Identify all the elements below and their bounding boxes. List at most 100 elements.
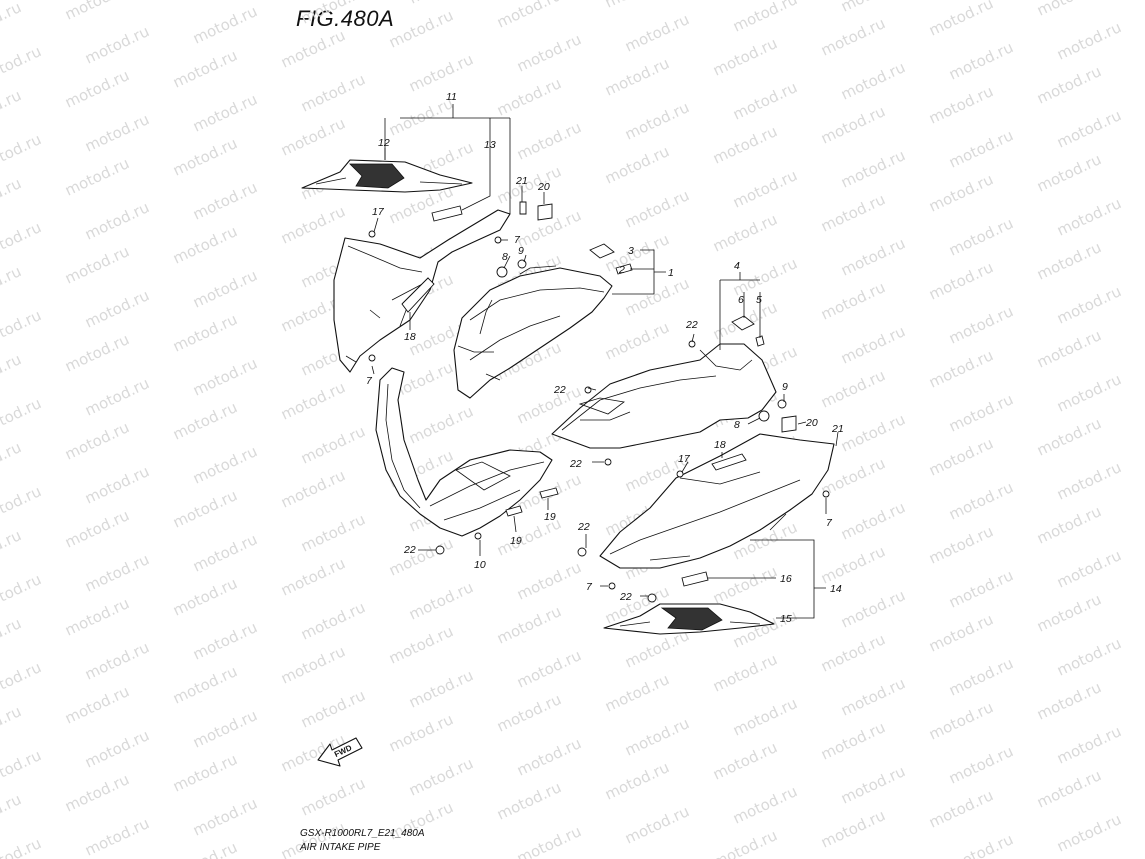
watermark-text: motod.ru bbox=[298, 686, 368, 731]
watermark-text: motod.ru bbox=[0, 306, 44, 351]
watermark-text: motod.ru bbox=[818, 366, 888, 411]
callout-labels: 11 12 13 21 20 17 7 8 9 3 2 1 18 7 4 6 5… bbox=[366, 91, 844, 625]
watermark-text: motod.ru bbox=[278, 26, 348, 71]
callout-5: 5 bbox=[756, 294, 762, 306]
watermark-text: motod.ru bbox=[298, 422, 368, 467]
lower-cowl-left bbox=[375, 367, 553, 537]
watermark-text: motod.ru bbox=[406, 666, 476, 711]
callout-21: 21 bbox=[515, 175, 528, 187]
watermark-text: motod.ru bbox=[190, 2, 260, 47]
watermark-text: motod.ru bbox=[82, 638, 152, 683]
watermark-text: motod.ru bbox=[62, 242, 132, 287]
watermark-text: motod.ru bbox=[82, 374, 152, 419]
callout-22: 22 bbox=[403, 544, 416, 556]
watermark-text: motod.ru bbox=[730, 694, 800, 739]
watermark-text: motod.ru bbox=[514, 822, 584, 859]
pad-19b bbox=[505, 505, 523, 517]
watermark-text: motod.ru bbox=[926, 698, 996, 743]
watermark-text: motod.ru bbox=[1054, 282, 1124, 327]
watermark-text: motod.ru bbox=[602, 758, 672, 803]
watermark-text: motod.ru bbox=[1054, 18, 1124, 63]
air-intake-pipe-right bbox=[551, 343, 777, 449]
callout-20: 20 bbox=[537, 181, 550, 193]
watermark-text: motod.ru bbox=[1034, 326, 1104, 371]
watermark-text: motod.ru bbox=[0, 86, 24, 131]
watermark-text: motod.ru bbox=[82, 198, 152, 243]
callout-15: 15 bbox=[780, 613, 792, 625]
watermark-text: motod.ru bbox=[170, 222, 240, 267]
watermark-text: motod.ru bbox=[926, 346, 996, 391]
watermark-text: motod.ru bbox=[170, 486, 240, 531]
watermark-text: motod.ru bbox=[406, 0, 476, 8]
watermark-text: motod.ru bbox=[1034, 238, 1104, 283]
watermark-text: motod.ru bbox=[602, 0, 672, 12]
watermark-text: motod.ru bbox=[190, 90, 260, 135]
watermark-text: motod.ru bbox=[710, 650, 780, 695]
watermark-text: motod.ru bbox=[1054, 546, 1124, 591]
watermark-text: motod.ru bbox=[386, 6, 456, 51]
callout-4: 4 bbox=[734, 260, 740, 272]
watermark-text: motod.ru bbox=[62, 770, 132, 815]
callout-22: 22 bbox=[619, 591, 632, 603]
callout-2: 2 bbox=[618, 264, 625, 276]
air-intake-pipe-left bbox=[453, 265, 613, 399]
watermark-text: motod.ru bbox=[838, 234, 908, 279]
watermark-text: motod.ru bbox=[170, 838, 240, 859]
callout-18: 18 bbox=[714, 439, 726, 451]
pad-20-left bbox=[537, 203, 553, 221]
watermark-text: motod.ru bbox=[62, 506, 132, 551]
pad-2 bbox=[615, 263, 633, 275]
leader-lines bbox=[371, 104, 839, 619]
watermark-text: motod.ru bbox=[494, 74, 564, 119]
watermark-text: motod.ru bbox=[62, 594, 132, 639]
watermark-text: motod.ru bbox=[170, 662, 240, 707]
watermark-text: motod.ru bbox=[818, 806, 888, 851]
watermark-text: motod.ru bbox=[1054, 194, 1124, 239]
watermark-text: motod.ru bbox=[602, 142, 672, 187]
callout-22: 22 bbox=[577, 521, 590, 533]
watermark-text: motod.ru bbox=[730, 0, 800, 36]
watermark-text: motod.ru bbox=[730, 166, 800, 211]
watermark-text: motod.ru bbox=[0, 834, 44, 859]
callout-1: 1 bbox=[668, 267, 674, 279]
watermark-text: motod.ru bbox=[0, 790, 24, 835]
watermark-text: motod.ru bbox=[838, 674, 908, 719]
watermark-text: motod.ru bbox=[1054, 634, 1124, 679]
watermark-text: motod.ru bbox=[710, 122, 780, 167]
watermark-text: motod.ru bbox=[838, 586, 908, 631]
callout-21: 21 bbox=[831, 423, 844, 435]
watermark-text: motod.ru bbox=[0, 702, 24, 747]
pad-18-right bbox=[711, 453, 747, 471]
callout-17: 17 bbox=[678, 453, 691, 465]
watermark-text: motod.ru bbox=[170, 750, 240, 795]
watermark-text: motod.ru bbox=[946, 390, 1016, 435]
watermark-text: motod.ru bbox=[1034, 678, 1104, 723]
watermark-text: motod.ru bbox=[386, 622, 456, 667]
callout-7: 7 bbox=[366, 375, 373, 387]
watermark-text: motod.ru bbox=[926, 82, 996, 127]
watermark-text: motod.ru bbox=[170, 0, 240, 4]
watermark-text: motod.ru bbox=[1034, 150, 1104, 195]
watermark-text: motod.ru bbox=[818, 102, 888, 147]
callout-7: 7 bbox=[514, 234, 521, 246]
watermark-text: motod.ru bbox=[1034, 766, 1104, 811]
pad-19a bbox=[539, 487, 559, 499]
watermark-text: motod.ru bbox=[190, 442, 260, 487]
watermark-text: motod.ru bbox=[946, 38, 1016, 83]
watermark-text: motod.ru bbox=[190, 706, 260, 751]
callout-19: 19 bbox=[544, 511, 556, 523]
watermark-text: motod.ru bbox=[946, 214, 1016, 259]
watermark-text: motod.ru bbox=[190, 618, 260, 663]
watermark-text: motod.ru bbox=[82, 550, 152, 595]
watermark-text: motod.ru bbox=[730, 782, 800, 827]
callout-7: 7 bbox=[586, 581, 593, 593]
watermark-text: motod.ru bbox=[0, 350, 24, 395]
watermark-text: motod.ru bbox=[818, 190, 888, 235]
pad-21-left bbox=[519, 201, 527, 215]
watermark-text: motod.ru bbox=[0, 42, 44, 87]
figure-title: FIG.480A bbox=[296, 6, 395, 31]
watermark-text: motod.ru bbox=[170, 46, 240, 91]
watermark-text: motod.ru bbox=[838, 762, 908, 807]
